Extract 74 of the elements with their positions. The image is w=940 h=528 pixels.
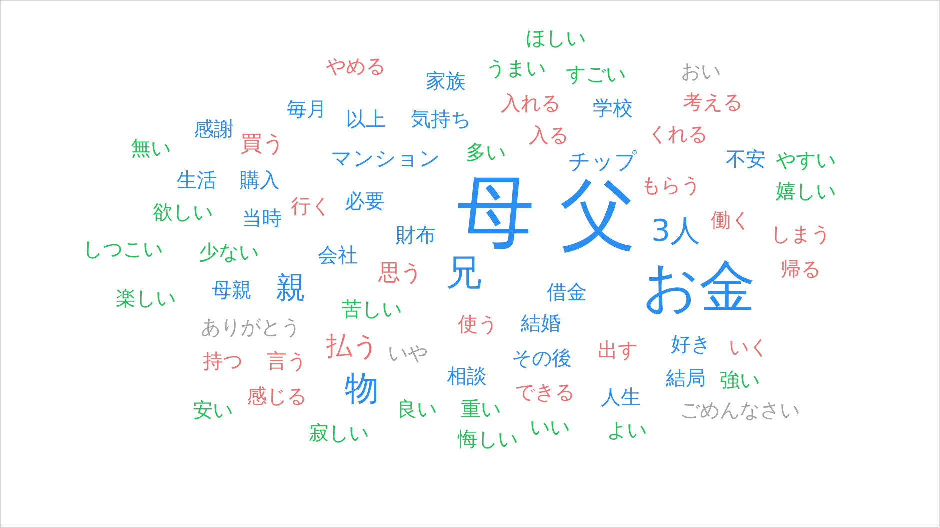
cloud-word: 気持ち xyxy=(411,109,471,129)
cloud-word: 借金 xyxy=(547,282,587,302)
cloud-word: 悔しい xyxy=(458,429,518,449)
cloud-word: 当時 xyxy=(242,208,282,228)
cloud-word: しつこい xyxy=(83,239,163,259)
cloud-word: 3人 xyxy=(651,217,701,247)
cloud-word: 払う xyxy=(326,334,380,360)
cloud-word: 言う xyxy=(267,351,307,371)
cloud-word: 嬉しい xyxy=(776,181,836,201)
cloud-word: 楽しい xyxy=(116,288,176,308)
cloud-word: 入れる xyxy=(501,93,561,113)
cloud-word: しまう xyxy=(771,224,831,244)
cloud-word: ほしい xyxy=(526,28,586,48)
cloud-word: 親 xyxy=(276,274,306,304)
cloud-word: 物 xyxy=(345,372,379,406)
cloud-word: 重い xyxy=(461,399,501,419)
cloud-word: 思う xyxy=(378,263,424,285)
cloud-word: 買う xyxy=(240,134,286,156)
cloud-word: その後 xyxy=(512,348,572,368)
cloud-word: ありがとう xyxy=(201,317,301,337)
cloud-word: チップ xyxy=(568,152,638,174)
cloud-word: おい xyxy=(681,61,721,81)
cloud-word: 家族 xyxy=(426,71,466,91)
cloud-word: 入る xyxy=(529,125,569,145)
cloud-word: 出す xyxy=(598,340,638,360)
cloud-word: 使う xyxy=(458,314,498,334)
cloud-word: 学校 xyxy=(593,98,633,118)
cloud-word: 多い xyxy=(466,142,506,162)
cloud-word: 帰る xyxy=(781,259,821,279)
cloud-word: 相談 xyxy=(447,366,487,386)
cloud-word: 行く xyxy=(291,196,331,216)
cloud-word: 強い xyxy=(720,370,760,390)
cloud-word: 持つ xyxy=(203,351,243,371)
cloud-word: 少ない xyxy=(199,242,259,262)
cloud-word: マンション xyxy=(331,148,441,170)
cloud-word: 無い xyxy=(131,138,171,158)
cloud-word: 感謝 xyxy=(194,119,234,139)
cloud-word: 良い xyxy=(397,399,437,419)
cloud-word: 苦しい xyxy=(342,299,402,319)
cloud-word: よい xyxy=(607,420,647,440)
cloud-word: 兄 xyxy=(446,256,482,292)
cloud-word: 必要 xyxy=(345,191,385,211)
cloud-word: 財布 xyxy=(396,225,436,245)
cloud-word: 好き xyxy=(671,334,711,354)
cloud-word: 会社 xyxy=(318,245,358,265)
cloud-word: 母親 xyxy=(212,280,252,300)
cloud-word: 結婚 xyxy=(521,313,561,333)
cloud-word: うまい xyxy=(486,58,546,78)
cloud-word: 感じる xyxy=(247,386,307,406)
cloud-word: 人生 xyxy=(601,387,641,407)
cloud-word: くれる xyxy=(648,124,708,144)
cloud-word: 結局 xyxy=(666,368,706,388)
cloud-word: ごめんなさい xyxy=(680,400,800,420)
cloud-word: 寂しい xyxy=(309,423,369,443)
cloud-word: 生活 xyxy=(177,170,217,190)
cloud-word: 母 xyxy=(457,174,535,252)
cloud-word: 以上 xyxy=(346,109,386,129)
cloud-word: 考える xyxy=(683,92,743,112)
cloud-word: お金 xyxy=(642,260,756,316)
cloud-word: 安い xyxy=(193,400,233,420)
cloud-word: いく xyxy=(729,337,769,357)
cloud-word: すごい xyxy=(566,64,626,84)
cloud-word: いい xyxy=(530,417,570,437)
cloud-word: やすい xyxy=(776,150,836,170)
cloud-word: 欲しい xyxy=(153,202,213,222)
cloud-word: 購入 xyxy=(240,170,280,190)
cloud-word: できる xyxy=(515,382,575,402)
cloud-word: いや xyxy=(388,343,428,363)
cloud-word: 働く xyxy=(711,210,751,230)
cloud-word: もらう xyxy=(641,175,701,195)
cloud-word: 毎月 xyxy=(287,99,327,119)
cloud-word: 不安 xyxy=(726,149,766,169)
cloud-word: やめる xyxy=(326,56,386,76)
cloud-word: 父 xyxy=(560,177,636,253)
